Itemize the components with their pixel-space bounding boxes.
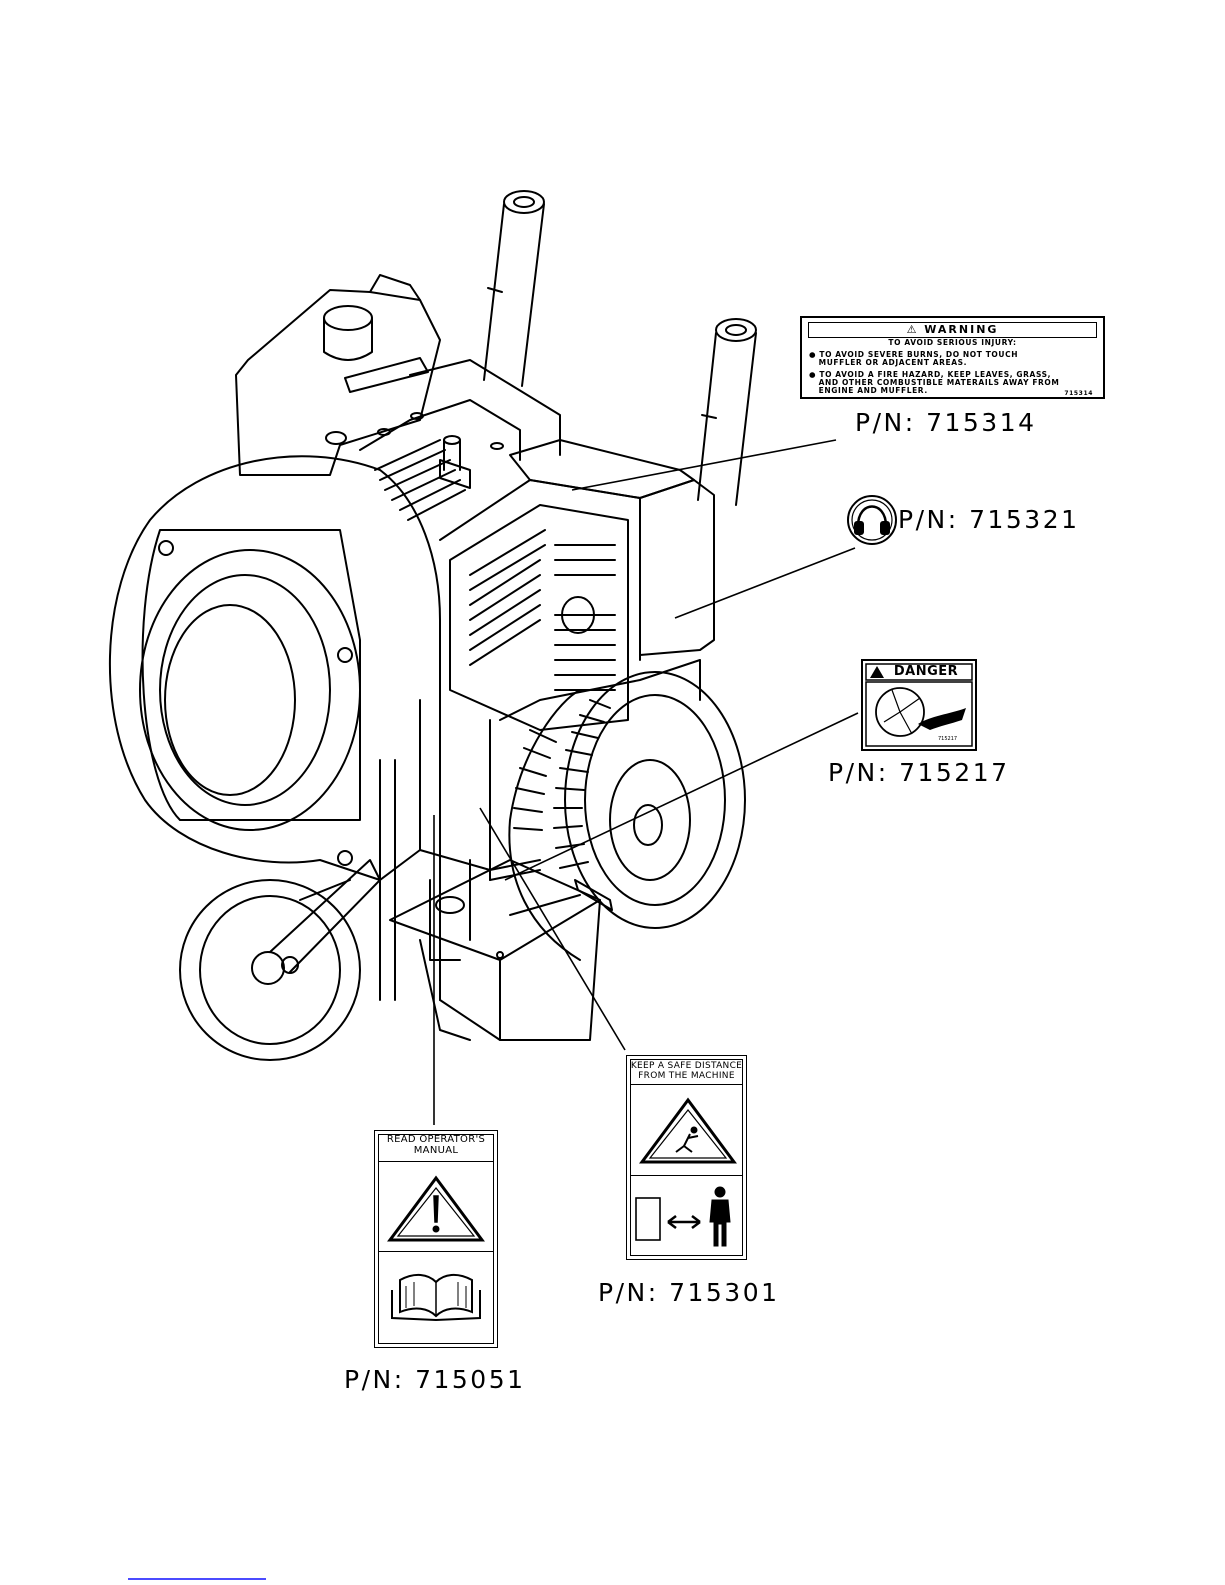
danger-decal-title: DANGER <box>893 664 959 679</box>
rear-wheel <box>508 671 746 961</box>
part-number-danger: P/N: 715217 <box>828 758 1010 787</box>
manual-line-1: READ OPERATOR'S <box>386 1134 486 1145</box>
warning-decal-title: ⚠ WARNING <box>808 322 1097 338</box>
safe-distance-line-2: FROM THE MACHINE <box>638 1071 735 1081</box>
part-number-warning: P/N: 715314 <box>855 408 1037 437</box>
engine-block <box>359 359 561 521</box>
engine-base <box>489 659 701 881</box>
fuel-tank <box>235 274 441 476</box>
manual-graphics <box>387 1175 485 1322</box>
handle-left <box>483 190 545 387</box>
warning-code: 715314 <box>1064 390 1093 397</box>
read-manual-decal: READ OPERATOR'S MANUAL <box>374 1130 498 1348</box>
part-number-safe-distance: P/N: 715301 <box>598 1278 780 1307</box>
warning-line-1b: MUFFLER OR ADJACENT AREAS. <box>809 358 968 367</box>
danger-decal-graphic <box>861 659 977 751</box>
part-number-manual: P/N: 715051 <box>344 1365 526 1394</box>
warning-decal: ⚠ WARNING TO AVOID SERIOUS INJURY: ● TO … <box>800 316 1105 399</box>
ear-protection-decal <box>847 495 897 545</box>
warning-line-2b: AND OTHER COMBUSTIBLE MATERAILS AWAY FRO… <box>809 378 1060 387</box>
warning-line-2a: ● TO AVOID A FIRE HAZARD, KEEP LEAVES, G… <box>809 370 1052 379</box>
danger-decal-code: 715217 <box>938 736 958 742</box>
muffler-shroud <box>439 439 715 731</box>
leader-lines <box>433 439 859 1125</box>
switch-bracket <box>389 859 613 1041</box>
safe-distance-decal: KEEP A SAFE DISTANCE FROM THE MACHINE <box>626 1055 747 1260</box>
manual-line-2: MANUAL <box>413 1145 459 1156</box>
safe-distance-line-1: KEEP A SAFE DISTANCE <box>630 1061 743 1071</box>
blower-housing <box>109 455 541 1041</box>
footer-underline <box>128 1578 266 1580</box>
safe-distance-graphics <box>635 1097 737 1247</box>
warning-line-1a: ● TO AVOID SEVERE BURNS, DO NOT TOUCH <box>809 350 1019 359</box>
warning-line-2c: ENGINE AND MUFFLER. <box>809 386 928 395</box>
front-wheel <box>179 859 381 1061</box>
warning-heading: TO AVOID SERIOUS INJURY: <box>888 338 1017 347</box>
part-number-ear-protection: P/N: 715321 <box>898 505 1080 534</box>
warning-triangle-icon: ⚠ <box>906 323 919 336</box>
handle-right <box>697 318 757 506</box>
